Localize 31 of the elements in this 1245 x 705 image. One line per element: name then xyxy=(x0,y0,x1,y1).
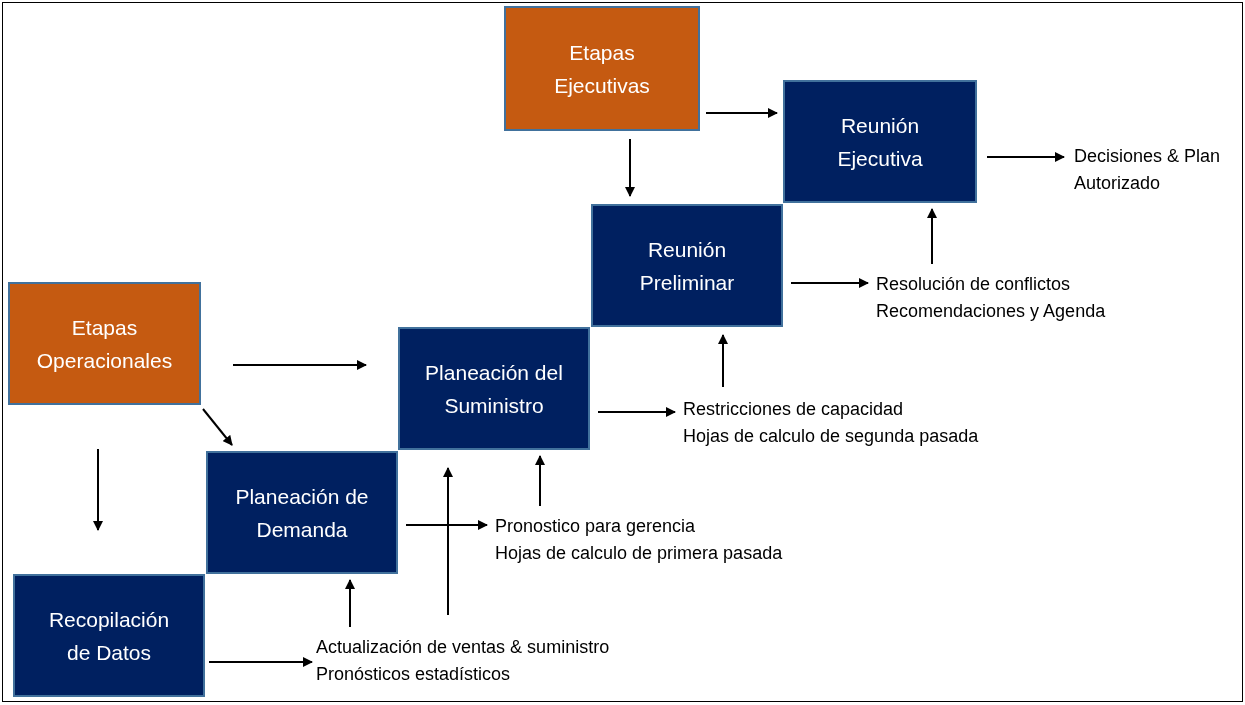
output-text: Pronósticos estadísticos xyxy=(316,663,512,686)
process-box: Planeación del Suministro xyxy=(398,327,590,450)
arrow xyxy=(232,360,367,370)
arrow xyxy=(345,579,355,628)
arrow xyxy=(986,152,1065,162)
process-box: Etapas Operacionales xyxy=(8,282,201,405)
arrow xyxy=(93,448,103,531)
process-box: Planeación de Demanda xyxy=(206,451,398,574)
arrow xyxy=(927,208,937,265)
output-text: Restricciones de capacidad xyxy=(683,398,905,421)
process-box: Etapas Ejecutivas xyxy=(504,6,700,131)
arrow xyxy=(625,138,635,197)
arrow xyxy=(443,467,453,616)
arrow xyxy=(535,455,545,507)
arrow xyxy=(597,407,676,417)
output-text: Hojas de calculo de segunda pasada xyxy=(683,425,980,448)
output-text: Hojas de calculo de primera pasada xyxy=(495,542,784,565)
output-text: Resolución de conflictos xyxy=(876,273,1072,296)
process-box: Recopilación de Datos xyxy=(13,574,205,697)
output-text: Pronostico para gerencia xyxy=(495,515,697,538)
arrow xyxy=(705,108,778,118)
output-text: Decisiones & Plan Autorizado xyxy=(1074,145,1222,195)
arrow xyxy=(208,657,313,667)
process-box: Reunión Ejecutiva xyxy=(783,80,977,203)
arrow xyxy=(718,334,728,388)
arrow xyxy=(202,408,233,446)
output-text: Recomendaciones y Agenda xyxy=(876,300,1107,323)
process-box: Reunión Preliminar xyxy=(591,204,783,327)
arrow xyxy=(405,520,488,530)
arrow xyxy=(790,278,869,288)
output-text: Actualización de ventas & suministro xyxy=(316,636,611,659)
